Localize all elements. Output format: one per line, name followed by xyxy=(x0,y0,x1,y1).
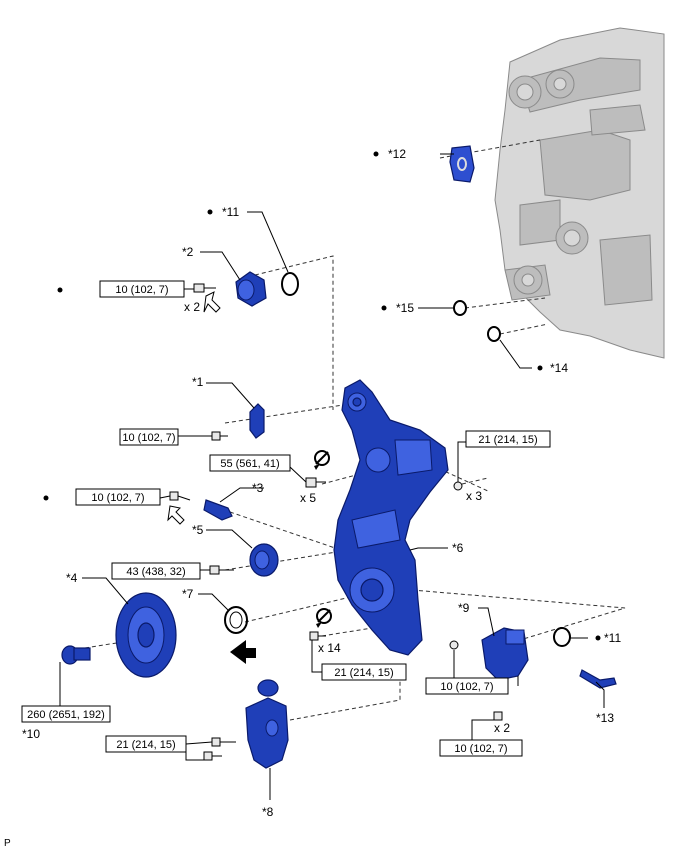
qty-21top: x 3 xyxy=(466,489,482,503)
torque-pump-bolt-text: 10 (102, 7) xyxy=(454,743,507,755)
bolt-pump xyxy=(493,711,503,721)
solid-arrow-icon xyxy=(230,640,256,664)
oring-14 xyxy=(487,326,501,342)
tensioner-part xyxy=(245,679,289,769)
callout-13: *13 xyxy=(596,711,614,725)
torque-box-cover55: 55 (561, 41) xyxy=(209,454,291,472)
bolt-cover-55 xyxy=(305,477,326,488)
oring-15 xyxy=(453,300,467,316)
hollow-arrow-icon-2 xyxy=(167,505,185,525)
oring-11-right xyxy=(553,627,571,647)
crankshaft-pulley-part xyxy=(115,592,177,678)
callout-11-right: *11 xyxy=(604,631,621,645)
torque-bracket-text: 10 (102, 7) xyxy=(122,432,175,444)
oil-control-valve-part xyxy=(235,271,267,307)
idler-pulley-part xyxy=(249,543,279,577)
bolt-tensioner-b xyxy=(203,751,222,761)
callout-12: *12 xyxy=(388,147,406,161)
bolt-bracket xyxy=(211,431,228,441)
callout-11-top: *11 xyxy=(222,205,239,219)
oring-11-top xyxy=(281,272,299,296)
bolt-idler xyxy=(209,565,234,575)
bracket-part xyxy=(249,403,265,439)
leader-lines xyxy=(59,153,605,800)
torque-tensioner-text: 21 (214, 15) xyxy=(116,739,175,751)
bullet-dots xyxy=(43,151,601,641)
torque-cover55-text: 55 (561, 41) xyxy=(220,458,279,470)
oil-seal-part xyxy=(224,606,248,634)
qty-cam: x 2 xyxy=(184,300,200,314)
callout-7: *7 xyxy=(182,587,194,601)
sensor-3-part xyxy=(203,499,233,521)
torque-box-cover21low: 21 (214, 15) xyxy=(321,663,407,681)
callout-5: *5 xyxy=(192,523,204,537)
no-reuse-icon-1 xyxy=(314,450,330,470)
nut-pump xyxy=(449,640,459,650)
qty-14: x 14 xyxy=(318,641,341,655)
torque-box-cam: 10 (102, 7) xyxy=(99,280,185,298)
timing-chain-cover xyxy=(333,379,449,656)
callout-15: *15 xyxy=(396,301,414,315)
torque-box-pump-nut: 10 (102, 7) xyxy=(425,677,509,695)
water-inlet-housing-part xyxy=(481,627,529,681)
torque-box-crank: 260 (2651, 192) xyxy=(21,705,111,723)
gasket-12-part xyxy=(449,145,475,183)
callout-6: *6 xyxy=(452,541,464,555)
torque-cover21top-text: 21 (214, 15) xyxy=(478,434,537,446)
torque-sensor3-text: 10 (102, 7) xyxy=(91,492,144,504)
no-reuse-icon-2 xyxy=(316,608,332,628)
callout-9: *9 xyxy=(458,601,470,615)
torque-box-idler: 43 (438, 32) xyxy=(111,562,201,580)
torque-box-pump-bolt: 10 (102, 7) xyxy=(439,739,523,757)
torque-box-cover21top: 21 (214, 15) xyxy=(465,430,551,448)
bolt-cam xyxy=(193,283,216,293)
qty-55: x 5 xyxy=(300,491,316,505)
bolt-sensor3 xyxy=(169,491,191,501)
torque-idler-text: 43 (438, 32) xyxy=(126,566,185,578)
pipe-13-part xyxy=(579,669,617,689)
crank-bolt-10 xyxy=(61,645,91,665)
callout-1: *1 xyxy=(192,375,204,389)
qty-pump: x 2 xyxy=(494,721,510,735)
torque-box-bracket: 10 (102, 7) xyxy=(119,428,179,446)
callout-8: *8 xyxy=(262,805,274,819)
bolt-tensioner-a xyxy=(211,737,236,747)
torque-box-sensor3: 10 (102, 7) xyxy=(75,488,161,506)
hollow-arrow-icon-1 xyxy=(203,291,221,313)
callout-10: *10 xyxy=(22,727,40,741)
torque-box-tensioner: 21 (214, 15) xyxy=(105,735,187,753)
torque-cover21low-text: 21 (214, 15) xyxy=(334,667,393,679)
engine-block-illustration xyxy=(494,27,665,359)
torque-pump-nut-text: 10 (102, 7) xyxy=(440,681,493,693)
callout-3: *3 xyxy=(252,481,264,495)
torque-crank-text: 260 (2651, 192) xyxy=(27,709,105,721)
callout-14: *14 xyxy=(550,361,568,375)
bolt-cover-low xyxy=(309,631,326,641)
callout-2: *2 xyxy=(182,245,194,259)
nut-cover-top xyxy=(453,481,463,491)
torque-cam-text: 10 (102, 7) xyxy=(115,284,168,296)
footer-code: P xyxy=(4,838,11,849)
callout-4: *4 xyxy=(66,571,78,585)
